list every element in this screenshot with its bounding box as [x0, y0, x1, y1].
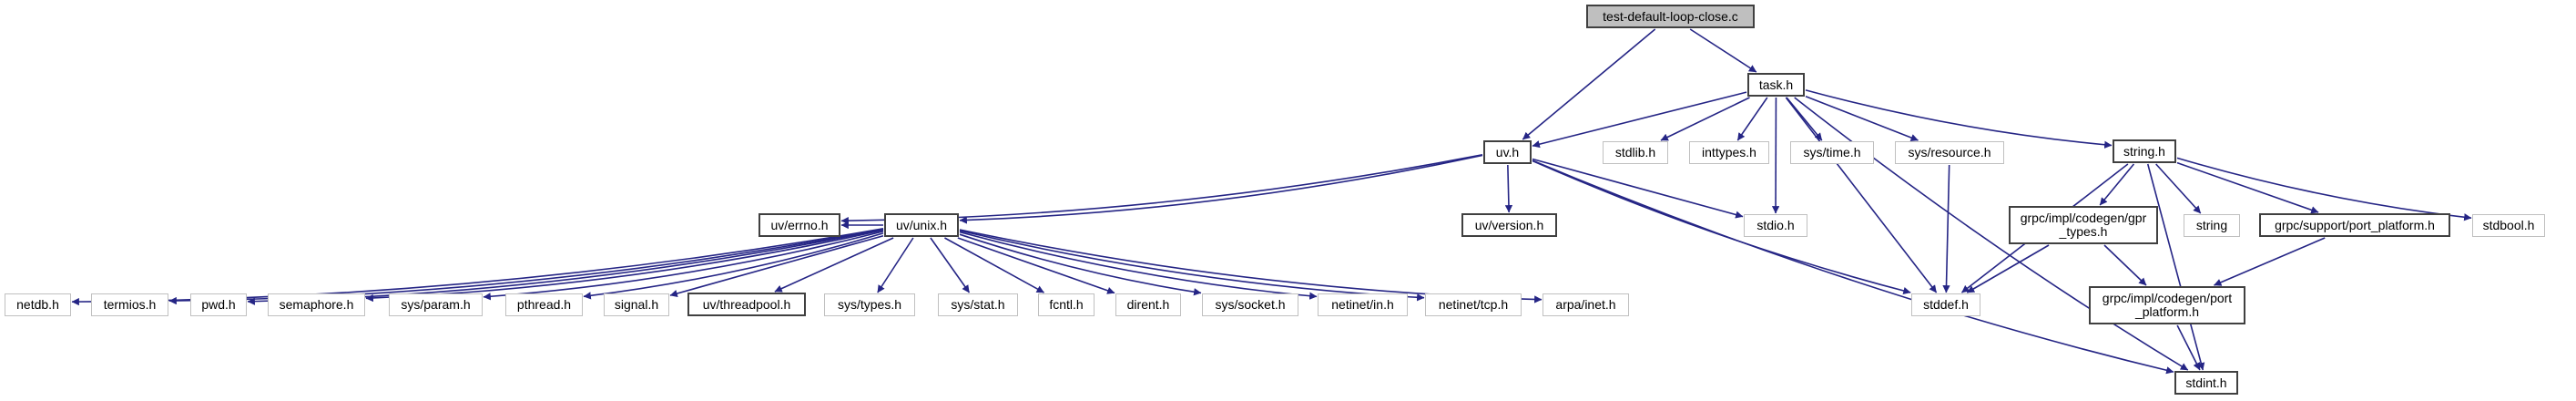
graph-node-uv-unix-h[interactable]: uv/unix.h — [884, 213, 959, 237]
graph-edge-uv-unix-h-to-uv-threadpool-h — [774, 237, 894, 293]
graph-edge-uv-unix-h-to-netinet-in-h — [959, 231, 1318, 300]
graph-edge-uv-h-to-uv-unix-h — [959, 154, 1483, 224]
graph-edge-task-h-to-string-h — [1805, 89, 2113, 149]
graph-edge-string-h-to-grpc-support-port-platform-h — [2176, 161, 2319, 214]
graph-edge-string-h-to-string-cpp — [2155, 163, 2202, 214]
graph-edge-uv-unix-h-to-sys-types-h — [877, 237, 914, 293]
graph-edge-grpc-support-port-platform-h-to-grpc-codegen-port-platform-h — [2214, 237, 2326, 286]
graph-edge-uv-unix-h-to-sys-param-h — [483, 231, 884, 301]
graph-node-stdlib-h[interactable]: stdlib.h — [1603, 141, 1668, 164]
graph-edge-test-default-loop-close-c-to-uv-h — [1522, 28, 1656, 140]
graph-edge-grpc-gpr-types-h-to-grpc-codegen-port-platform-h — [2103, 244, 2147, 286]
graph-edge-uv-h-to-stdio-h — [1532, 158, 1744, 219]
graph-edge-uv-unix-h-to-arpa-inet-h — [959, 229, 1543, 303]
graph-edge-task-h-to-uv-h — [1532, 91, 1747, 149]
graph-node-grpc-gpr-types-h[interactable]: grpc/impl/codegen/gpr _types.h — [2009, 206, 2158, 244]
graph-edge-uv-unix-h-to-fcntl-h — [944, 237, 1044, 293]
graph-node-stdint-h[interactable]: stdint.h — [2174, 371, 2238, 395]
graph-node-uv-h[interactable]: uv.h — [1483, 140, 1532, 164]
graph-edge-task-h-to-inttypes-h — [1736, 97, 1768, 141]
graph-edge-task-h-to-sys-time-h — [1786, 97, 1823, 141]
graph-edge-uv-unix-h-to-netinet-tcp-h — [959, 230, 1425, 302]
graph-node-netinet-in-h[interactable]: netinet/in.h — [1318, 293, 1408, 316]
graph-node-signal-h[interactable]: signal.h — [604, 293, 669, 316]
graph-node-uv-version-h[interactable]: uv/version.h — [1461, 213, 1557, 237]
graph-node-string-cpp[interactable]: string — [2184, 214, 2240, 237]
graph-node-stdio-h[interactable]: stdio.h — [1744, 214, 1807, 237]
graph-edge-uv-unix-h-to-pthread-h — [583, 232, 884, 300]
graph-edge-string-h-to-stdint-h — [2146, 163, 2205, 371]
graph-edge-uv-h-to-stdint-h — [1532, 159, 2174, 375]
graph-node-semaphore-h[interactable]: semaphore.h — [268, 293, 365, 316]
graph-edge-task-h-to-stdlib-h — [1660, 97, 1750, 141]
graph-node-netinet-tcp-h[interactable]: netinet/tcp.h — [1425, 293, 1522, 316]
graph-node-grpc-codegen-port-platform-h[interactable]: grpc/impl/codegen/port _platform.h — [2089, 286, 2245, 324]
graph-node-sys-types-h[interactable]: sys/types.h — [824, 293, 915, 316]
graph-node-sys-socket-h[interactable]: sys/socket.h — [1202, 293, 1298, 316]
graph-node-task-h[interactable]: task.h — [1747, 73, 1805, 97]
graph-edge-task-h-to-stddef-h — [1785, 97, 1938, 293]
graph-edge-sys-resource-h-to-stddef-h — [1942, 164, 1950, 293]
graph-node-sys-param-h[interactable]: sys/param.h — [389, 293, 483, 316]
graph-node-test-default-loop-close-c[interactable]: test-default-loop-close.c — [1586, 5, 1755, 28]
graph-node-arpa-inet-h[interactable]: arpa/inet.h — [1543, 293, 1629, 316]
graph-node-stdbool-h[interactable]: stdbool.h — [2472, 214, 2545, 237]
graph-edge-uv-unix-h-to-semaphore-h — [365, 229, 884, 303]
graph-node-netdb-h[interactable]: netdb.h — [5, 293, 71, 316]
graph-node-sys-stat-h[interactable]: sys/stat.h — [938, 293, 1018, 316]
graph-edge-task-h-to-sys-resource-h — [1805, 95, 1919, 141]
graph-edge-string-h-to-stdbool-h — [2176, 157, 2472, 221]
graph-edge-uv-h-to-uv-version-h — [1504, 164, 1513, 213]
graph-node-pthread-h[interactable]: pthread.h — [505, 293, 583, 316]
graph-node-stddef-h[interactable]: stddef.h — [1911, 293, 1980, 316]
graph-edge-uv-unix-h-to-termios-h — [168, 228, 884, 305]
graph-edge-string-h-to-grpc-gpr-types-h — [2099, 163, 2135, 206]
graph-node-dirent-h[interactable]: dirent.h — [1115, 293, 1181, 316]
graph-node-termios-h[interactable]: termios.h — [91, 293, 168, 316]
graph-node-fcntl-h[interactable]: fcntl.h — [1038, 293, 1095, 316]
graph-node-uv-threadpool-h[interactable]: uv/threadpool.h — [687, 293, 806, 316]
graph-edge-uv-unix-h-to-pwd-h — [247, 228, 884, 305]
graph-edge-test-default-loop-close-c-to-task-h — [1689, 28, 1757, 73]
graph-edge-uv-unix-h-to-netdb-h — [71, 227, 884, 306]
graph-node-sys-time-h[interactable]: sys/time.h — [1790, 141, 1874, 164]
graph-edge-grpc-codegen-port-platform-h-to-stdint-h — [2176, 324, 2201, 371]
graph-node-grpc-support-port-platform-h[interactable]: grpc/support/port_platform.h — [2259, 213, 2450, 237]
graph-edge-uv-unix-h-to-sys-socket-h — [959, 233, 1202, 296]
graph-edge-grpc-gpr-types-h-to-stddef-h — [1966, 244, 2050, 293]
graph-edge-uv-unix-h-to-dirent-h — [957, 237, 1115, 294]
graph-node-pwd-h[interactable]: pwd.h — [190, 293, 247, 316]
graph-edge-uv-h-to-stddef-h — [1532, 159, 1911, 295]
graph-node-string-h[interactable]: string.h — [2113, 139, 2176, 163]
graph-edge-uv-unix-h-to-signal-h — [669, 234, 884, 298]
graph-edge-uv-h-to-uv-errno-h — [840, 154, 1483, 225]
graph-edge-uv-unix-h-to-sys-stat-h — [930, 237, 971, 293]
graph-node-uv-errno-h[interactable]: uv/errno.h — [759, 213, 840, 237]
graph-node-sys-resource-h[interactable]: sys/resource.h — [1895, 141, 2004, 164]
graph-node-inttypes-h[interactable]: inttypes.h — [1689, 141, 1769, 164]
